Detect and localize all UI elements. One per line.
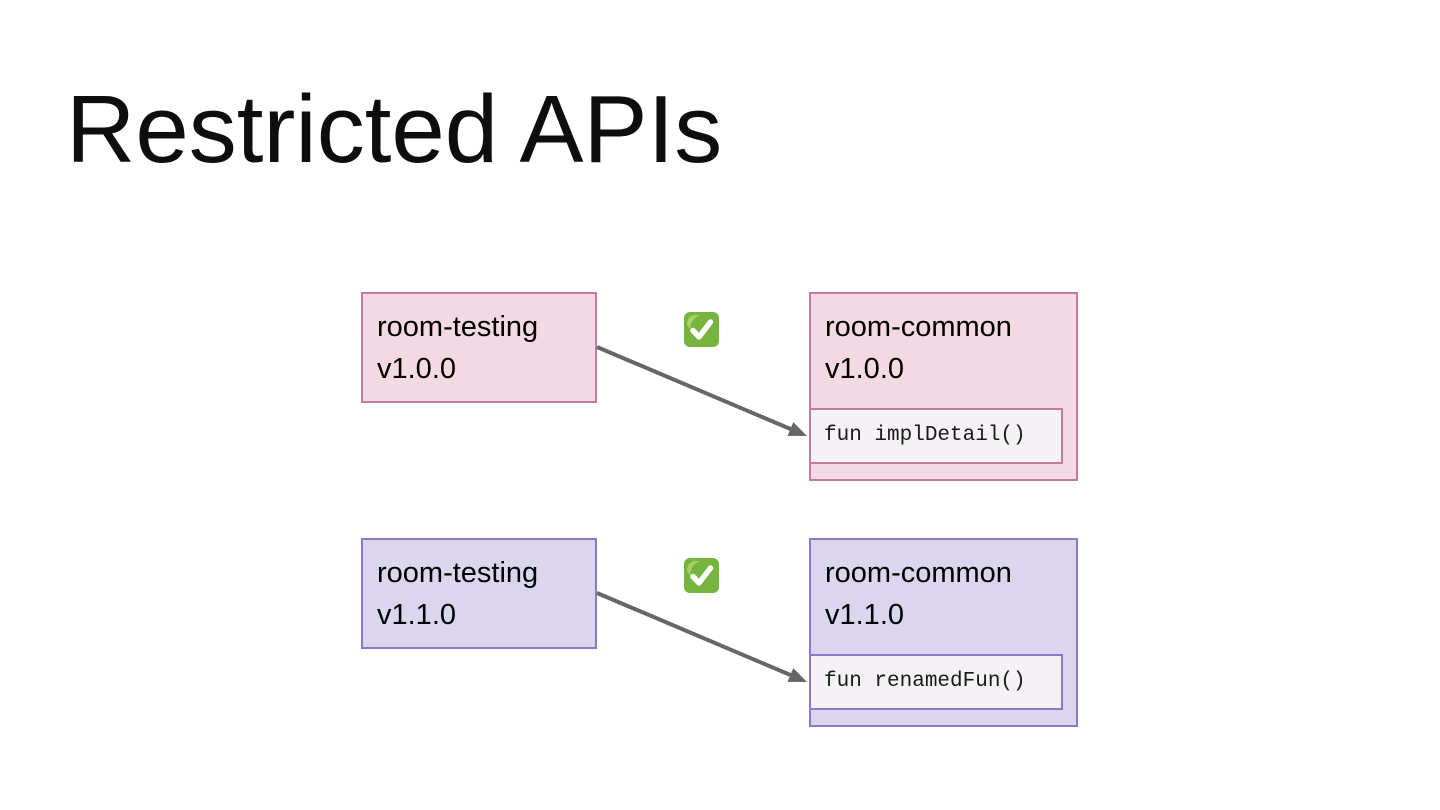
module-version: v1.1.0 (377, 599, 456, 631)
module-box-room-testing-v1-1-0: room-testing v1.1.0 (361, 538, 597, 649)
module-box-room-common-v1-0-0: room-common v1.0.0 fun implDetail() (809, 292, 1078, 481)
module-box-room-common-v1-1-0: room-common v1.1.0 fun renamedFun() (809, 538, 1078, 727)
dependency-arrow (596, 345, 807, 436)
check-mark-icon (684, 558, 719, 593)
page-title: Restricted APIs (66, 76, 723, 183)
module-name: room-common (825, 557, 1012, 589)
restricted-api-function-chip: fun implDetail() (809, 408, 1063, 464)
check-mark-icon (684, 312, 719, 347)
module-box-room-testing-v1-0-0: room-testing v1.0.0 (361, 292, 597, 403)
module-name: room-common (825, 311, 1012, 343)
module-version: v1.1.0 (825, 599, 904, 631)
module-name: room-testing (377, 311, 539, 343)
function-signature: fun implDetail() (824, 424, 1026, 447)
restricted-api-function-chip: fun renamedFun() (809, 654, 1063, 710)
dependency-arrow (596, 591, 807, 682)
module-version: v1.0.0 (377, 353, 456, 385)
function-signature: fun renamedFun() (824, 670, 1026, 693)
module-name: room-testing (377, 557, 539, 589)
module-version: v1.0.0 (825, 353, 904, 385)
